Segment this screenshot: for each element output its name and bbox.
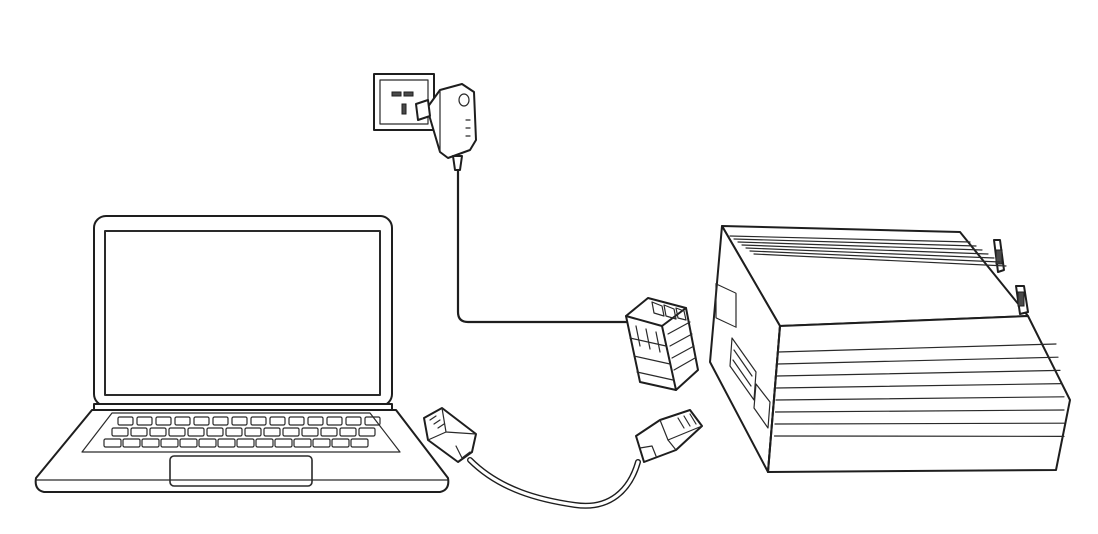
heatsink-fin: [753, 253, 1007, 267]
keyboard-key: [358, 427, 376, 437]
heatsink-fin: [729, 235, 971, 243]
keyboard-key: [250, 416, 267, 426]
device-enclosure-icon: [709, 225, 1071, 473]
terminal-block-connector-icon: [625, 297, 699, 391]
heatsink-fins: [729, 235, 1065, 437]
keyboard-key: [130, 427, 148, 437]
keyboard-key: [193, 416, 210, 426]
laptop-icon: [34, 215, 450, 493]
keyboard-key: [149, 427, 167, 437]
keyboard-key: [293, 438, 312, 448]
heatsink-fin: [776, 356, 1059, 365]
keyboard-key: [179, 438, 198, 448]
heatsink-fin: [774, 409, 1065, 413]
keyboard-key: [320, 427, 338, 437]
heatsink-fin: [749, 250, 1001, 263]
keyboard-key: [288, 416, 305, 426]
heatsink-fin: [737, 241, 983, 251]
heatsink-fin: [733, 238, 977, 247]
keyboard-key: [198, 438, 217, 448]
keyboard-key: [255, 438, 274, 448]
keyboard-key: [244, 427, 262, 437]
keyboard-key: [269, 416, 286, 426]
heatsink-fin: [774, 422, 1065, 425]
power-adapter-icon: [415, 83, 477, 171]
keyboard-key: [117, 416, 134, 426]
keyboard-key: [155, 416, 172, 426]
keyboard-key: [312, 438, 331, 448]
keyboard-key: [236, 438, 255, 448]
keyboard-key: [168, 427, 186, 437]
power-cord: [456, 168, 634, 324]
keyboard-key: [326, 416, 343, 426]
keyboard-key: [136, 416, 153, 426]
keyboard-key: [141, 438, 160, 448]
keyboard-key: [345, 416, 362, 426]
keyboard-key: [217, 438, 236, 448]
keyboard-key: [350, 438, 369, 448]
keyboard-key: [103, 438, 122, 448]
keyboard-key: [174, 416, 191, 426]
heatsink-fin: [745, 247, 995, 259]
keyboard-key: [263, 427, 281, 437]
heatsink-fin: [775, 383, 1063, 389]
keyboard-key: [331, 438, 350, 448]
ethernet-cable-icon: [423, 407, 703, 509]
keyboard-key: [231, 416, 248, 426]
keyboard-key: [111, 427, 129, 437]
keyboard-key: [364, 416, 381, 426]
keyboard-key: [160, 438, 179, 448]
keyboard-key: [187, 427, 205, 437]
keyboard-key: [282, 427, 300, 437]
keyboard-key: [339, 427, 357, 437]
keyboard-key: [307, 416, 324, 426]
heatsink-fin: [776, 369, 1061, 377]
heatsink-fin: [777, 343, 1057, 353]
keyboard-key: [122, 438, 141, 448]
keyboard-key: [225, 427, 243, 437]
keyboard-keys: [103, 416, 381, 448]
heatsink-fin: [775, 396, 1065, 401]
heatsink-fin: [741, 244, 989, 255]
keyboard-key: [212, 416, 229, 426]
keyboard-key: [301, 427, 319, 437]
keyboard-key: [274, 438, 293, 448]
keyboard-key: [206, 427, 224, 437]
